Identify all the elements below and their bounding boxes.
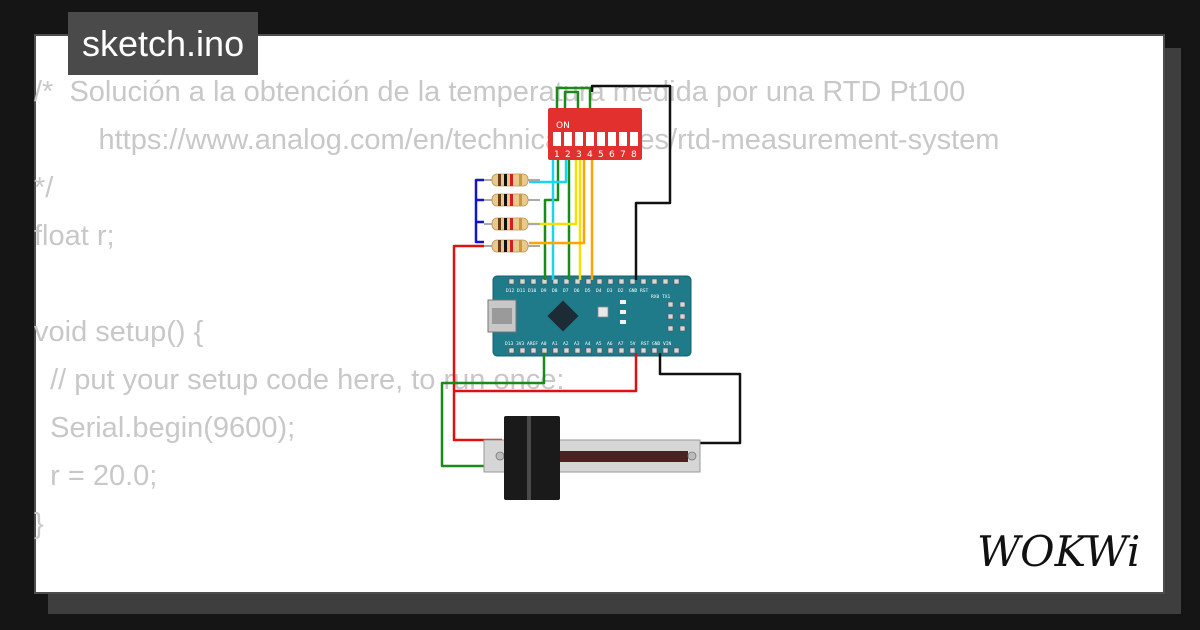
led-tx xyxy=(620,300,626,304)
resistor[interactable] xyxy=(484,173,540,187)
svg-text:7: 7 xyxy=(620,150,626,160)
svg-text:A1: A1 xyxy=(552,341,558,347)
svg-text:D6: D6 xyxy=(574,288,580,294)
resistor[interactable] xyxy=(484,239,540,253)
svg-text:D13: D13 xyxy=(505,341,514,347)
svg-text:D12: D12 xyxy=(506,288,515,294)
slide-potentiometer[interactable] xyxy=(483,416,701,500)
code-editor: /* Solución a la obtención de la tempera… xyxy=(34,68,1100,548)
logo-text: WOKWi xyxy=(977,527,1140,576)
svg-text:GND: GND xyxy=(629,288,638,294)
code-line: // put your setup code here, to run once… xyxy=(34,364,565,396)
top-pin-labels: D12 D11 D10 D9 D8 D7 D6 D5 D4 D3 D2 GND … xyxy=(506,288,671,300)
svg-text:A5: A5 xyxy=(596,341,602,347)
svg-text:D9: D9 xyxy=(541,288,547,294)
svg-text:5V: 5V xyxy=(630,341,636,347)
svg-text:3: 3 xyxy=(576,150,582,160)
led-power xyxy=(620,320,626,324)
wires xyxy=(440,84,742,468)
svg-text:4: 4 xyxy=(587,150,593,160)
dip-numbers: 1 2 3 4 5 6 7 8 xyxy=(554,150,637,160)
led-rx xyxy=(620,310,626,314)
svg-text:8: 8 xyxy=(631,150,637,160)
svg-text:D4: D4 xyxy=(596,288,602,294)
svg-text:D5: D5 xyxy=(585,288,591,294)
code-line: */ xyxy=(34,172,54,204)
resistor[interactable] xyxy=(484,193,540,207)
svg-text:1: 1 xyxy=(554,150,560,160)
svg-text:2: 2 xyxy=(565,150,571,160)
code-line: Serial.begin(9600); xyxy=(34,412,296,444)
svg-text:5: 5 xyxy=(598,150,604,160)
svg-text:D8: D8 xyxy=(552,288,558,294)
bottom-pin-labels: D13 3V3 AREF A0 A1 A2 A3 A4 A5 A6 A7 5V … xyxy=(505,341,672,347)
microcontroller-chip xyxy=(547,300,579,332)
svg-text:VIN: VIN xyxy=(663,341,672,347)
svg-text:RX0: RX0 xyxy=(651,294,660,300)
svg-text:RST: RST xyxy=(641,341,650,347)
resistor[interactable] xyxy=(484,217,540,231)
svg-text:A2: A2 xyxy=(563,341,569,347)
arduino-nano[interactable]: D12 D11 D10 D9 D8 D7 D6 D5 D4 D3 D2 GND … xyxy=(487,275,692,357)
dip-on-label: ON xyxy=(556,121,570,131)
icsp-header xyxy=(667,301,686,332)
svg-text:D10: D10 xyxy=(528,288,537,294)
reset-button[interactable] xyxy=(597,306,609,318)
svg-text:A6: A6 xyxy=(607,341,613,347)
code-line: r = 20.0; xyxy=(34,460,158,492)
svg-text:AREF: AREF xyxy=(527,341,538,347)
bottom-header-pins xyxy=(508,347,680,354)
wokwi-logo: WOKWi xyxy=(977,527,1140,576)
svg-text:A4: A4 xyxy=(585,341,591,347)
slider-knob[interactable] xyxy=(504,416,560,500)
svg-text:GND: GND xyxy=(652,341,661,347)
dip-switch[interactable]: ON 1 2 3 4 5 6 7 8 xyxy=(548,108,642,160)
file-name-tab[interactable]: sketch.ino xyxy=(68,12,259,75)
svg-text:D2: D2 xyxy=(618,288,624,294)
svg-text:A3: A3 xyxy=(574,341,580,347)
svg-text:D11: D11 xyxy=(517,288,526,294)
dip-toggles xyxy=(553,132,638,146)
svg-text:A0: A0 xyxy=(541,341,547,347)
svg-text:6: 6 xyxy=(609,150,615,160)
svg-text:A7: A7 xyxy=(618,341,624,347)
svg-text:D7: D7 xyxy=(563,288,569,294)
top-header-pins xyxy=(508,278,680,285)
code-line: float r; xyxy=(34,220,115,252)
code-line: void setup() { xyxy=(34,316,204,348)
svg-text:3V3: 3V3 xyxy=(516,341,525,347)
svg-text:RST: RST xyxy=(640,288,649,294)
svg-text:TX1: TX1 xyxy=(662,294,671,300)
code-line: /* Solución a la obtención de la tempera… xyxy=(34,76,966,108)
code-line: } xyxy=(34,508,44,540)
svg-text:D3: D3 xyxy=(607,288,613,294)
